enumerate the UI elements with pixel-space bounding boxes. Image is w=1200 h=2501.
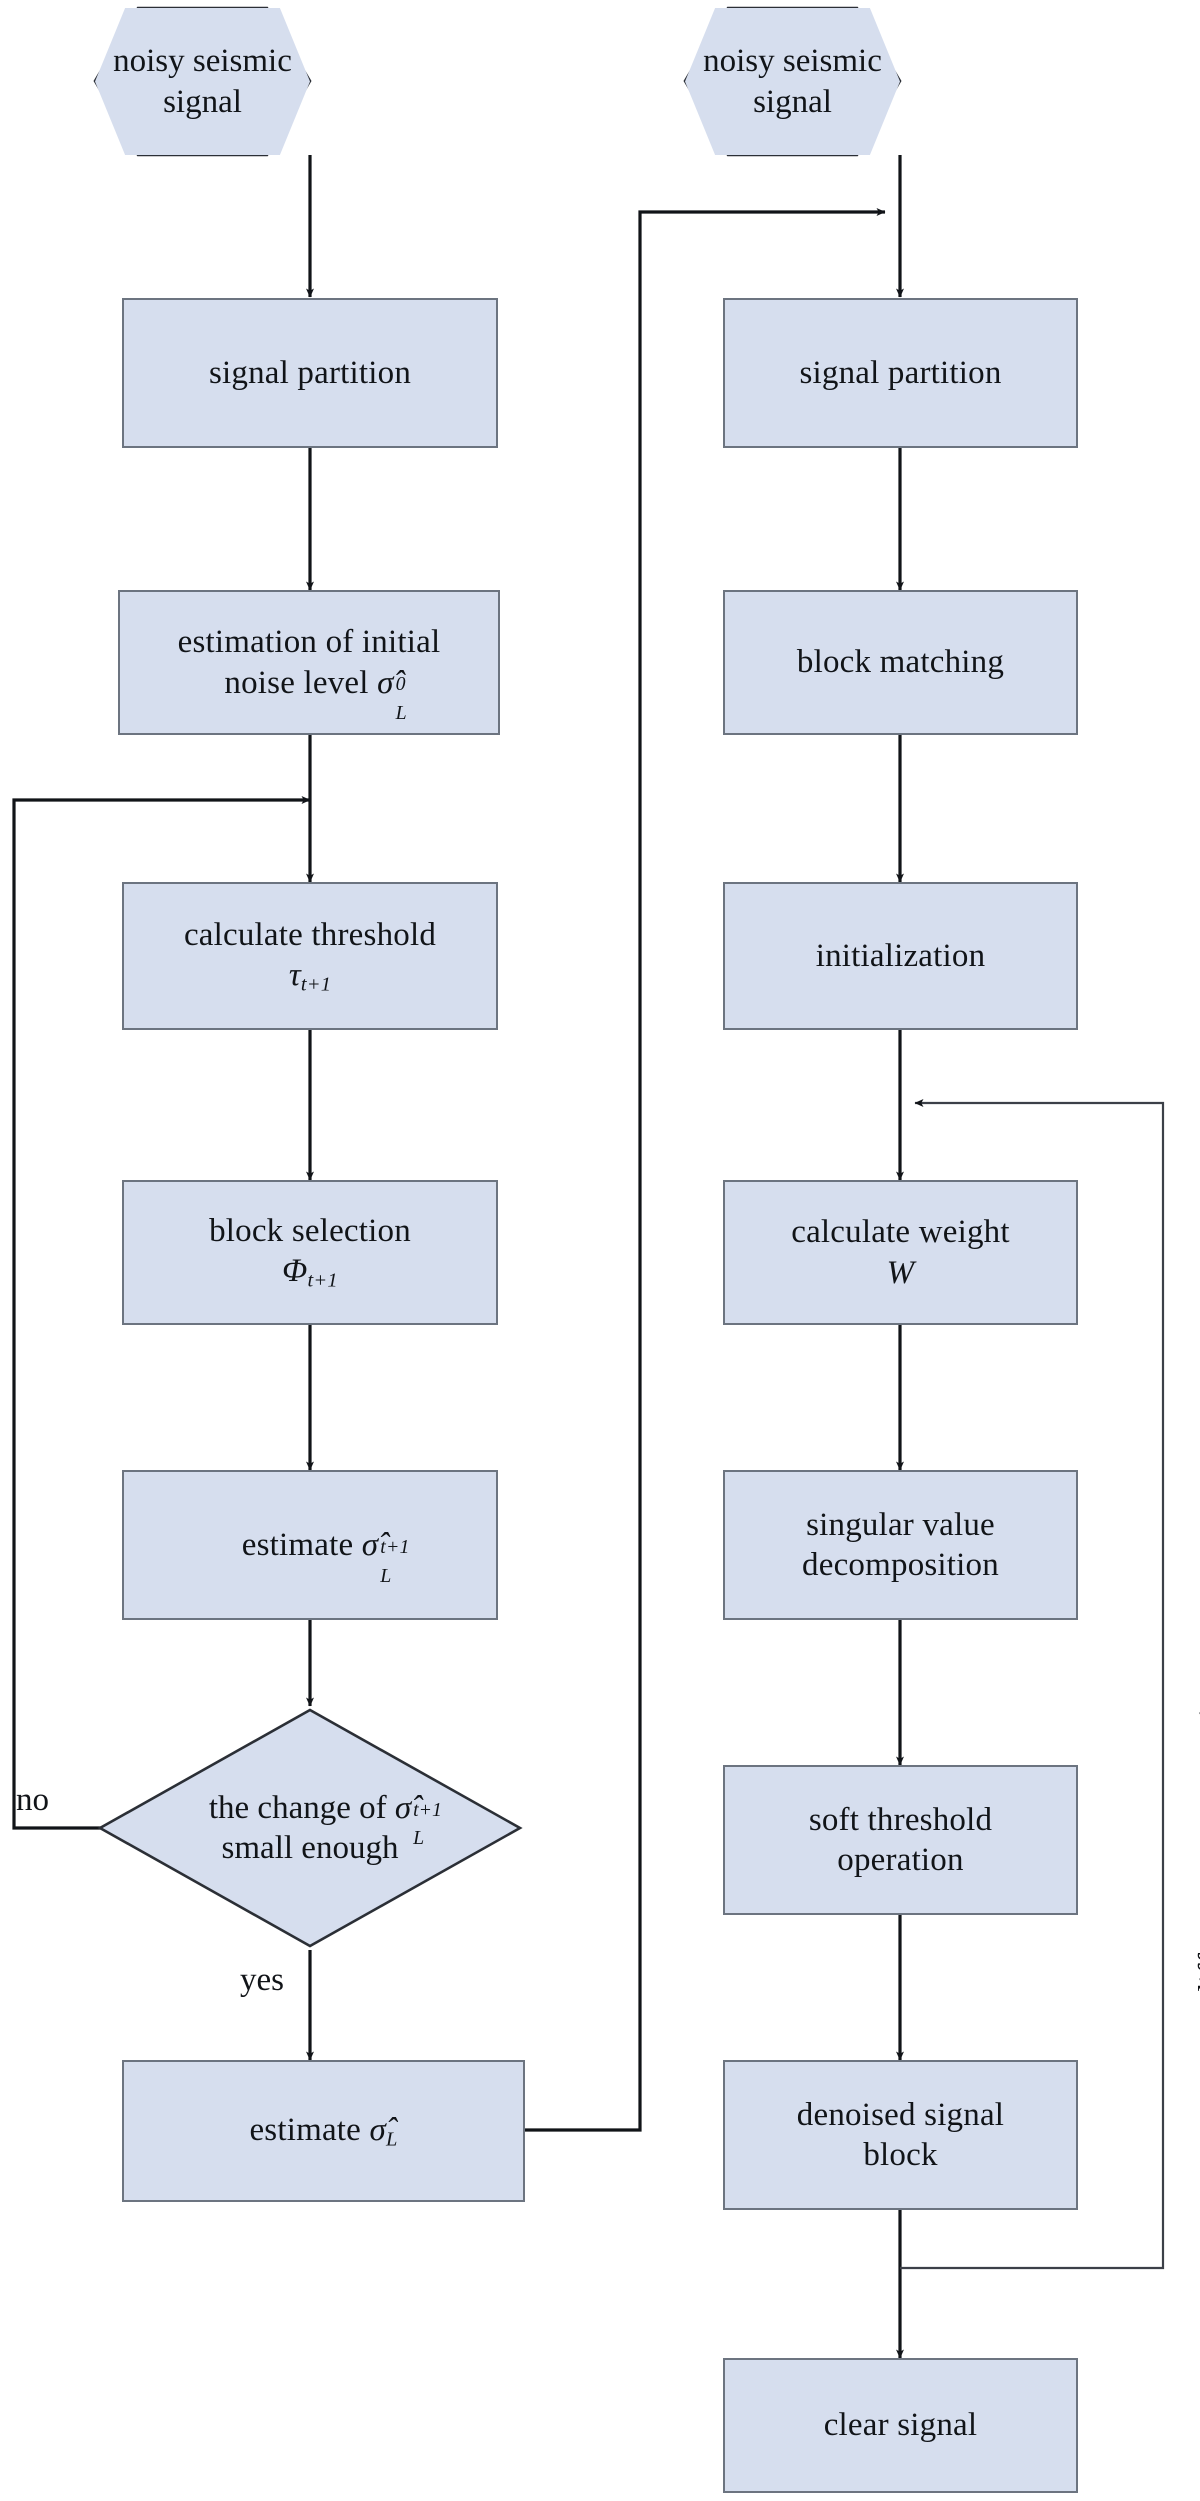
node-initialization: initialization [723,882,1078,1030]
weight-line1: calculate weight [791,1214,1010,1251]
node-signal-partition-right: signal partition [723,298,1078,448]
node-denoised-signal-block: denoised signal block [723,2060,1078,2210]
estimation-line1: estimation of initial [177,624,441,661]
node-clear-signal: clear signal [723,2358,1078,2493]
start-node-left: noisy seismic signal [95,8,310,155]
node-clear-signal-label: clear signal [823,2407,978,2444]
node-calculate-threshold: calculate threshold τt+1 [122,882,498,1030]
threshold-line1: calculate threshold [183,916,437,953]
denoised-line1: denoised signal [796,2096,1005,2133]
node-estimate-sigma-final: estimate σ̂L [122,2060,525,2202]
estimate-t1-prefix: estimate [241,1526,362,1563]
node-block-matching-label: block matching [796,644,1005,681]
blockselection-math-phi: Φ [282,1253,308,1290]
node-signal-partition-right-label: signal partition [799,354,1002,391]
start-node-right: noisy seismic signal [685,8,900,155]
edge-label-no: no [16,1782,49,1818]
node-block-selection: block selection Φt+1 [122,1180,498,1325]
node-singular-value-decomposition: singular value decomposition [723,1470,1078,1620]
node-initialization-label: initialization [815,937,986,974]
blockselection-math-sub: t+1 [307,1270,338,1293]
estimate-t1-math-sigma: σ̂ [361,1526,379,1563]
blockselection-line1: block selection [209,1213,411,1250]
node-signal-partition-left-label: signal partition [208,354,412,391]
estimation-math-sigma: σ̂ [377,664,394,701]
edge-label-yes: yes [240,1962,284,1998]
svd-line1: singular value [806,1506,995,1543]
softthreshold-line2: operation [837,1842,964,1878]
threshold-math-sub: t+1 [300,973,332,996]
node-signal-partition-left: signal partition [122,298,498,448]
estimate-final-math-sub: L [385,2128,398,2151]
estimation-line2-prefix: noise level [224,664,378,701]
start-node-right-label: noisy seismic signal [703,43,882,120]
label-difference-compensation: difference compensation [1193,1675,1200,2000]
decision-math-sigma: σ̂ [394,1789,412,1826]
estimate-final-math-sigma: σ̂ [369,2111,386,2148]
svd-line2: decomposition [802,1547,999,1583]
denoised-line2: block [863,2137,938,2173]
weight-math-w: W [886,1254,915,1291]
node-soft-threshold-operation: soft threshold operation [723,1765,1078,1915]
node-block-matching: block matching [723,590,1078,735]
softthreshold-line1: soft threshold [808,1801,993,1838]
decision-line2: small enough [221,1830,399,1866]
node-calculate-weight: calculate weight W [723,1180,1078,1325]
estimate-final-prefix: estimate [249,2111,370,2148]
decision-line1-prefix: the change of [208,1789,395,1826]
threshold-math-tau: τ [288,956,301,993]
start-node-left-label: noisy seismic signal [113,43,292,120]
